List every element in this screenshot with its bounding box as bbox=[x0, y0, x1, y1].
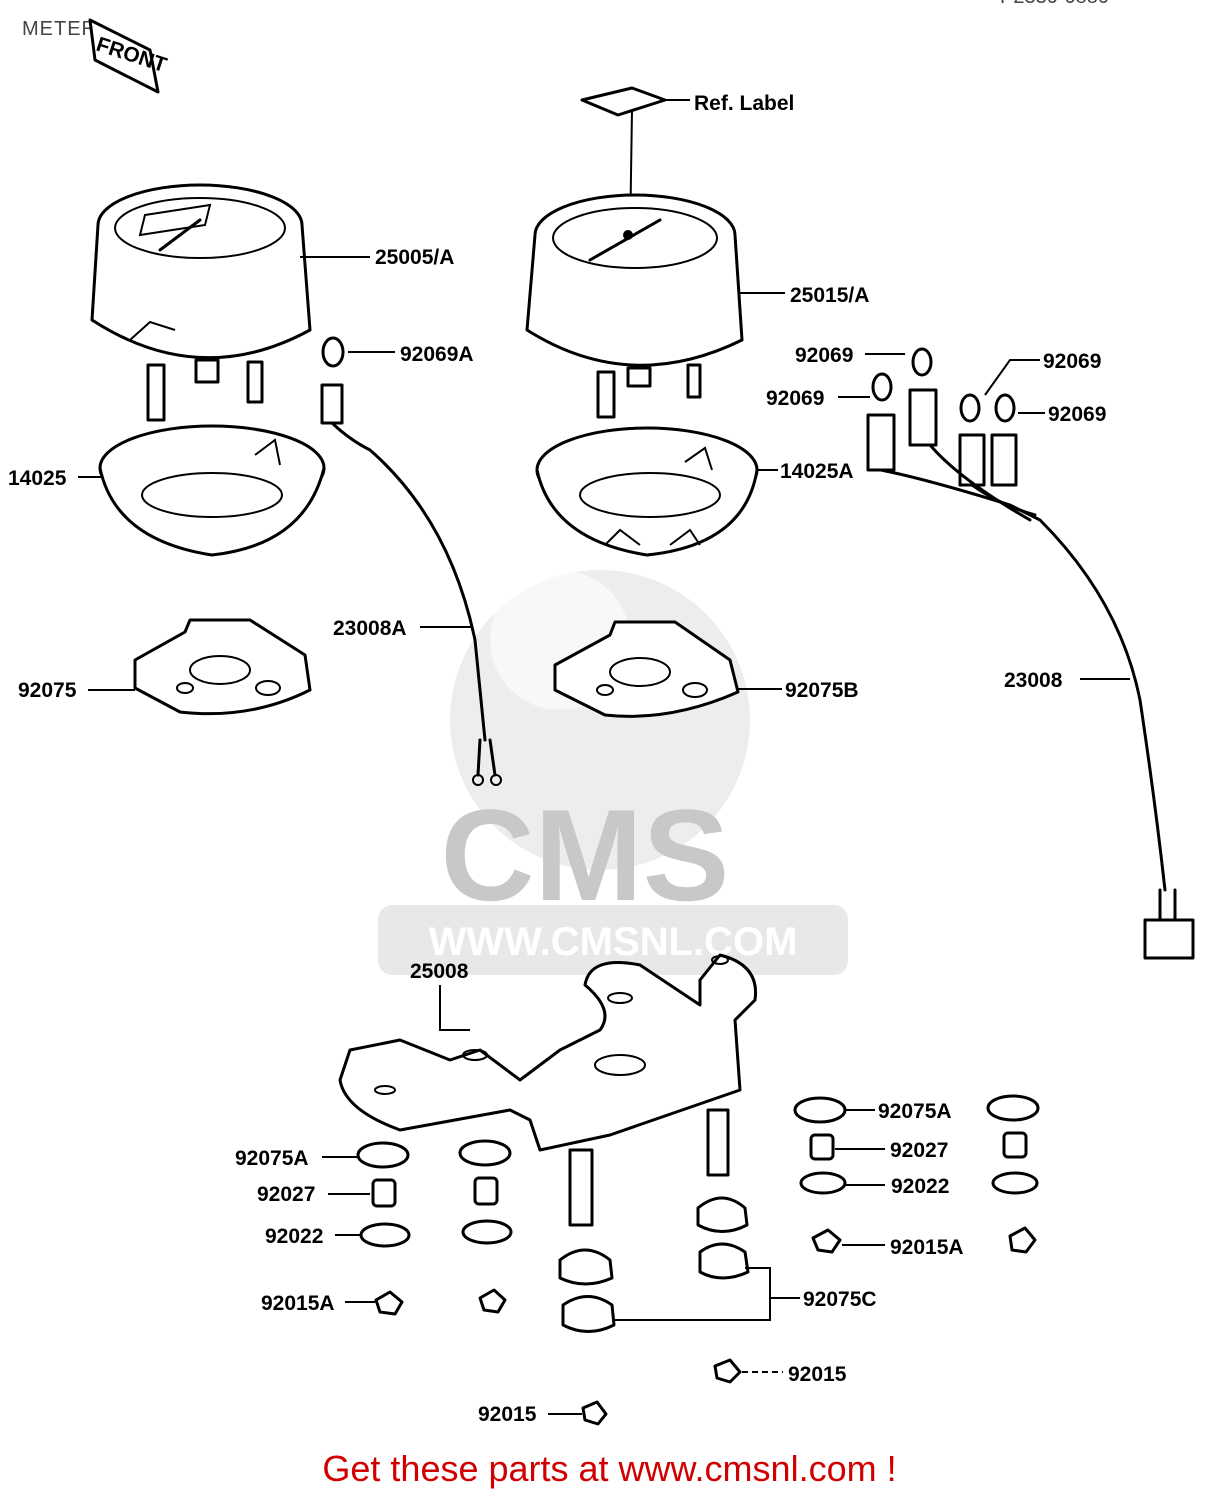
label-25005: 25005/A bbox=[375, 246, 454, 269]
label-14025a: 14025A bbox=[780, 460, 854, 483]
label-92015-bottom: 92015 bbox=[478, 1403, 537, 1426]
meter-cup-right bbox=[535, 426, 759, 557]
watermark-url: WWW.CMSNL.COM bbox=[429, 920, 798, 964]
label-92022-left: 92022 bbox=[265, 1225, 323, 1248]
label-92015a-left: 92015A bbox=[261, 1292, 335, 1315]
label-92069-3: 92069 bbox=[1043, 350, 1101, 373]
label-92075a-left: 92075A bbox=[235, 1147, 309, 1170]
label-23008: 23008 bbox=[1004, 669, 1063, 692]
label-25008: 25008 bbox=[410, 960, 469, 983]
label-92022-right: 92022 bbox=[891, 1175, 949, 1198]
label-ref-label: Ref. Label bbox=[694, 92, 794, 115]
label-92015a-right: 92015A bbox=[890, 1236, 964, 1259]
hardware-left bbox=[356, 1139, 513, 1316]
promo-link[interactable]: Get these parts at www.cmsnl.com ! bbox=[322, 1448, 897, 1489]
label-92015-right: 92015 bbox=[788, 1363, 847, 1386]
label-92027-right: 92027 bbox=[890, 1139, 948, 1162]
label-23008a: 23008A bbox=[333, 617, 407, 640]
tachometer-assembly bbox=[525, 86, 744, 419]
label-92069-2: 92069 bbox=[766, 387, 824, 410]
meter-cup-left bbox=[98, 424, 326, 557]
page-title: METER bbox=[22, 18, 97, 40]
label-92075b: 92075B bbox=[785, 679, 859, 702]
label-92069-4: 92069 bbox=[1048, 403, 1106, 426]
grommets bbox=[558, 1196, 771, 1333]
diagram-code: P2330-0880 bbox=[1000, 0, 1109, 9]
label-92075c: 92075C bbox=[803, 1288, 877, 1311]
label-92075a-right: 92075A bbox=[878, 1100, 952, 1123]
meter-bracket bbox=[338, 953, 758, 1227]
cushion-left bbox=[133, 618, 312, 716]
bulb-harness bbox=[866, 347, 1195, 960]
label-25015: 25015/A bbox=[790, 284, 869, 307]
front-arrow: FRONT bbox=[88, 18, 170, 94]
hardware-right bbox=[581, 1094, 1040, 1426]
label-92075: 92075 bbox=[18, 679, 77, 702]
cushion-right bbox=[553, 620, 740, 718]
bulb-socket-cable bbox=[320, 336, 502, 786]
speedometer-assembly bbox=[90, 183, 312, 422]
label-14025: 14025 bbox=[8, 467, 67, 490]
watermark-brand: CMS bbox=[441, 782, 730, 928]
label-92027-left: 92027 bbox=[257, 1183, 315, 1206]
label-92069-1: 92069 bbox=[795, 344, 853, 367]
label-92069a: 92069A bbox=[400, 343, 474, 366]
